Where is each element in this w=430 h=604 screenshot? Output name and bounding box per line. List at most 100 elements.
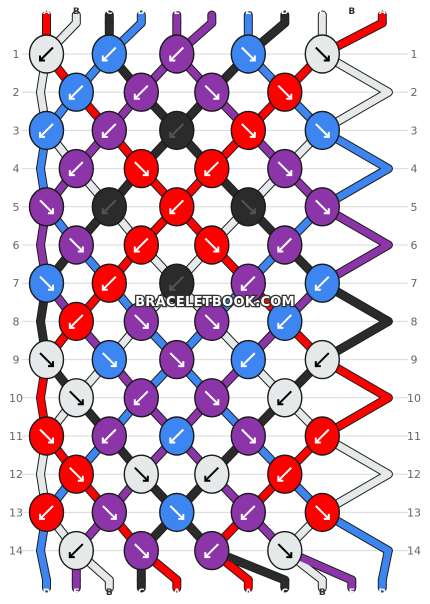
knot[interactable] — [159, 110, 195, 151]
knot[interactable] — [159, 416, 195, 456]
row-label-right: 3 — [411, 124, 418, 137]
arrow-head-icon — [204, 170, 211, 177]
knot[interactable] — [91, 416, 128, 456]
arrow-head-icon — [314, 437, 321, 444]
knot[interactable] — [91, 110, 128, 151]
knot[interactable] — [123, 148, 160, 189]
knot[interactable] — [194, 301, 230, 342]
knot[interactable] — [267, 225, 303, 265]
knot[interactable] — [91, 187, 128, 227]
knot[interactable] — [58, 530, 95, 571]
arrow-head-icon — [277, 322, 284, 329]
arrow-icon — [134, 314, 149, 329]
knot[interactable] — [194, 530, 230, 571]
knot[interactable] — [194, 148, 230, 189]
arrow-icon — [315, 428, 330, 444]
arrow-icon — [277, 314, 293, 329]
knot[interactable] — [230, 416, 267, 456]
knot[interactable] — [230, 110, 267, 151]
knot[interactable] — [267, 301, 303, 342]
arrow-icon — [134, 466, 149, 482]
arrow-head-icon — [277, 246, 284, 253]
knot[interactable] — [91, 492, 128, 533]
knot[interactable] — [58, 378, 95, 418]
knot[interactable] — [123, 72, 160, 112]
knot[interactable] — [267, 72, 303, 112]
knot[interactable] — [304, 34, 340, 74]
string-label-bottom: C — [281, 588, 288, 598]
arrow-head-icon — [323, 131, 330, 138]
string-label-bottom: A — [173, 588, 180, 598]
knot[interactable] — [304, 339, 340, 380]
knot[interactable] — [123, 301, 160, 342]
arrow-head-icon — [39, 131, 45, 138]
knot[interactable] — [159, 339, 195, 380]
knot[interactable] — [123, 530, 160, 571]
arrow-head-icon — [133, 399, 140, 406]
arrow-icon — [204, 390, 220, 406]
knot[interactable] — [28, 110, 65, 151]
knot[interactable] — [159, 34, 195, 74]
knot[interactable] — [159, 492, 195, 533]
arrow-head-icon — [133, 246, 140, 253]
knot[interactable] — [28, 34, 65, 74]
knot[interactable] — [304, 187, 340, 227]
knot[interactable] — [159, 187, 195, 227]
knot[interactable] — [267, 530, 303, 571]
strand-D — [378, 547, 392, 584]
knot[interactable] — [304, 263, 340, 303]
knot[interactable] — [123, 225, 160, 265]
knot[interactable] — [230, 492, 267, 533]
knot[interactable] — [304, 492, 340, 533]
knot[interactable] — [267, 378, 303, 418]
string-label-bottom: E — [349, 588, 355, 598]
string-label-bottom: E — [73, 588, 79, 598]
knot[interactable] — [159, 263, 195, 303]
arrow-head-icon — [133, 93, 140, 100]
arrow-head-icon — [101, 208, 108, 215]
knot[interactable] — [230, 263, 267, 303]
arrow-head-icon — [277, 475, 284, 482]
row-label-right: 13 — [407, 506, 421, 519]
arrow-head-icon — [277, 399, 284, 406]
knot[interactable] — [28, 339, 65, 380]
arrow-icon — [39, 275, 54, 291]
knot[interactable] — [123, 378, 160, 418]
knot[interactable] — [267, 454, 303, 494]
knot[interactable] — [194, 378, 230, 418]
knot[interactable] — [91, 34, 128, 74]
row-label-right: 6 — [411, 239, 418, 252]
arrow-head-icon — [101, 437, 108, 444]
knot[interactable] — [194, 72, 230, 112]
knot[interactable] — [230, 34, 267, 74]
row-label-right: 12 — [407, 468, 421, 481]
knot[interactable] — [58, 225, 95, 265]
knot[interactable] — [58, 454, 95, 494]
knot[interactable] — [58, 72, 95, 112]
knot[interactable] — [194, 225, 230, 265]
knot[interactable] — [304, 416, 340, 456]
arrow-head-icon — [213, 246, 220, 253]
arrow-icon — [102, 123, 117, 138]
knot[interactable] — [28, 416, 65, 456]
row-label-right: 7 — [411, 277, 418, 290]
knot[interactable] — [58, 301, 95, 342]
knot[interactable] — [267, 148, 303, 189]
arrow-icon — [69, 466, 84, 482]
knot[interactable] — [28, 492, 65, 533]
knot[interactable] — [28, 187, 65, 227]
knot[interactable] — [123, 454, 160, 494]
knot[interactable] — [194, 454, 230, 494]
knot[interactable] — [230, 339, 267, 380]
knot[interactable] — [304, 110, 340, 151]
arrow-icon — [277, 466, 293, 482]
knot[interactable] — [58, 148, 95, 189]
knot[interactable] — [91, 263, 128, 303]
knot[interactable] — [91, 339, 128, 380]
arrow-head-icon — [142, 552, 149, 559]
knot[interactable] — [230, 187, 267, 227]
row-label-left: 8 — [13, 315, 20, 328]
arrow-icon — [315, 275, 330, 291]
knot[interactable] — [28, 263, 65, 303]
